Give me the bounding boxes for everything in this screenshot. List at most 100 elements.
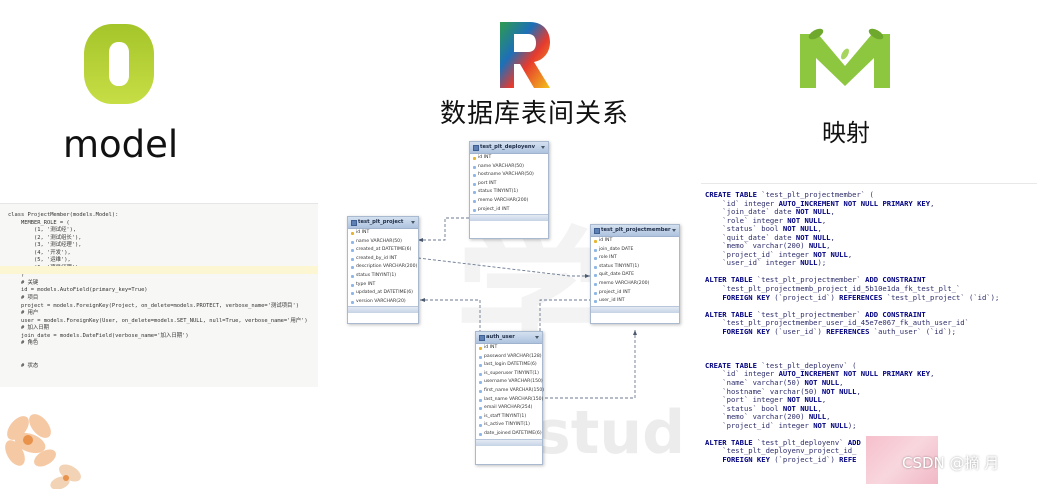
er-field: is_staff TINYINT(1) <box>476 413 542 422</box>
sql-line: `test_plt_projectmemb_project_id_5b10e1d… <box>705 284 961 294</box>
letter-r-logo <box>496 18 552 92</box>
letter-m-logo <box>796 26 894 92</box>
sql-line: ALTER TABLE `test_plt_projectmember` ADD… <box>705 309 926 319</box>
sql-line: ALTER TABLE `test_plt_deployenv` ADD <box>705 437 861 447</box>
sql-line: `project_id` integer NOT NULL); <box>705 420 857 430</box>
code-line: (1, '测试经'), <box>8 227 77 234</box>
er-field: memo VARCHAR(200) <box>470 197 548 206</box>
sql-line: `id` integer AUTO_INCREMENT NOT NULL PRI… <box>705 369 935 379</box>
sql-line: `status` bool NOT NULL, <box>705 224 822 234</box>
er-field: created_at DATETIME(6) <box>348 246 418 255</box>
csdn-watermark: CSDN @摘 月 <box>902 454 1000 472</box>
er-table-title: auth_user <box>476 332 542 344</box>
highlight-line <box>0 266 318 274</box>
er-field: hostname VARCHAR(50) <box>470 171 548 180</box>
sql-line: FOREIGN KEY (`user_id`) REFERENCES `auth… <box>722 326 957 336</box>
er-field: version VARCHAR(20) <box>348 298 418 307</box>
sql-line: `memo` varchar(200) NULL, <box>705 241 831 251</box>
code-line: (5, '运维'), <box>8 257 71 264</box>
code-line: ) <box>8 272 25 279</box>
code-line: # 用户 <box>8 310 39 317</box>
er-field: type INT <box>348 281 418 290</box>
er-field: is_active TINYINT(1) <box>476 421 542 430</box>
sql-line: `quit_date` date NOT NULL, <box>705 232 835 242</box>
code-line: (2, '测试组长'), <box>8 234 82 241</box>
er-field: first_name VARCHAR(150) <box>476 387 544 396</box>
er-field: project_id INT <box>470 206 548 215</box>
sql-line: FOREIGN KEY (`project_id`) REFERENCES `t… <box>722 292 1000 302</box>
sql-line: `port` integer NOT NULL, <box>705 395 827 405</box>
sql-line <box>705 336 1037 345</box>
sql-line: ALTER TABLE `test_plt_projectmember` ADD… <box>705 275 926 285</box>
code-line: id = models.AutoField(primary_key=True) <box>8 287 148 294</box>
code-line <box>8 348 318 356</box>
sql-line: `status` bool NOT NULL, <box>705 403 822 413</box>
sql-line: `user_id` integer NULL); <box>705 258 827 268</box>
code-line: # 关键 <box>8 279 39 286</box>
code-line <box>8 355 318 363</box>
code-line: join_date = models.DateField(verbose_nam… <box>8 332 189 339</box>
sql-line: `test_plt_deployenv_project_id_ <box>705 446 857 456</box>
er-field: description VARCHAR(200) <box>348 263 418 272</box>
sql-line: `role` integer NOT NULL, <box>705 215 827 225</box>
er-field: user_id INT <box>591 297 679 306</box>
code-line: (4, '开发'), <box>8 249 71 256</box>
er-field: name VARCHAR(50) <box>470 163 548 172</box>
flower-decoration <box>0 388 100 490</box>
code-line: project = models.ForeignKey(Project, on_… <box>8 302 299 309</box>
er-field: email VARCHAR(254) <box>476 404 542 413</box>
sql-code: CREATE TABLE `test_plt_projectmember` ( … <box>701 184 1037 465</box>
sql-line: `name` varchar(50) NOT NULL, <box>705 378 844 388</box>
code-line: (3, '测试经理'), <box>8 242 82 249</box>
er-field: is_superuser TINYINT(1) <box>476 370 542 379</box>
sql-line: `join_date` date NOT NULL, <box>705 207 835 217</box>
er-field: project_id INT <box>591 289 679 298</box>
code-line: user = models.ForeignKey(User, on_delete… <box>8 317 308 324</box>
er-field: name VARCHAR(50) <box>348 238 418 247</box>
er-field: quit_date DATE <box>591 271 679 280</box>
er-field: date_joined DATETIME(6) <box>476 430 542 439</box>
er-field: last_login DATETIME(6) <box>476 361 542 370</box>
er-table-title: test_plt_projectmember <box>591 225 679 237</box>
blur-block <box>866 436 938 484</box>
code-line: class ProjectMember(models.Model): <box>8 212 119 218</box>
code-line: # 项目 <box>8 295 39 302</box>
code-line: # 角色 <box>8 340 39 347</box>
code-line: # 状态 <box>8 362 39 369</box>
er-table-title: test_plt_project <box>348 217 418 229</box>
er-field: updated_at DATETIME(6) <box>348 289 418 298</box>
watermark-text: stud <box>535 398 686 468</box>
sql-line: FOREIGN KEY (`project_id`) REFE <box>722 454 857 464</box>
heading-model: model <box>63 123 179 166</box>
sql-line <box>705 345 1037 354</box>
er-field: last_name VARCHAR(150) <box>476 396 543 405</box>
er-field: status TINYINT(1) <box>591 263 679 272</box>
er-field: id INT <box>591 237 679 246</box>
python-code: class ProjectMember(models.Model): MEMBE… <box>0 204 318 370</box>
sql-line: `project_id` integer NOT NULL, <box>705 249 853 259</box>
er-field: join_date DATE <box>591 246 679 255</box>
sql-line: `memo` varchar(200) NULL, <box>705 412 831 422</box>
heading-mapping: 映射 <box>822 119 870 147</box>
heading-relations: 数据库表间关系 <box>440 99 630 129</box>
er-field: id INT <box>470 154 548 163</box>
er-field: id INT <box>348 229 418 238</box>
python-code-panel: class ProjectMember(models.Model): MEMBE… <box>0 203 318 387</box>
er-field: created_by_id INT <box>348 255 418 264</box>
er-field: status TINYINT(1) <box>348 272 418 281</box>
er-field: password VARCHAR(128) <box>476 353 542 362</box>
sql-line: CREATE TABLE `test_plt_deployenv` ( <box>705 360 857 370</box>
er-field: id INT <box>476 344 542 353</box>
er-field: status TINYINT(1) <box>470 188 548 197</box>
er-field: username VARCHAR(150) <box>476 378 543 387</box>
letter-o-logo <box>80 20 158 108</box>
sql-line: `id` integer AUTO_INCREMENT NOT NULL PRI… <box>705 198 935 208</box>
code-line: # 加入日期 <box>8 325 50 332</box>
er-table-title: test_plt_deployenv <box>470 142 548 154</box>
er-field: port INT <box>470 180 548 189</box>
sql-line: CREATE TABLE `test_plt_projectmember` ( <box>705 190 874 199</box>
